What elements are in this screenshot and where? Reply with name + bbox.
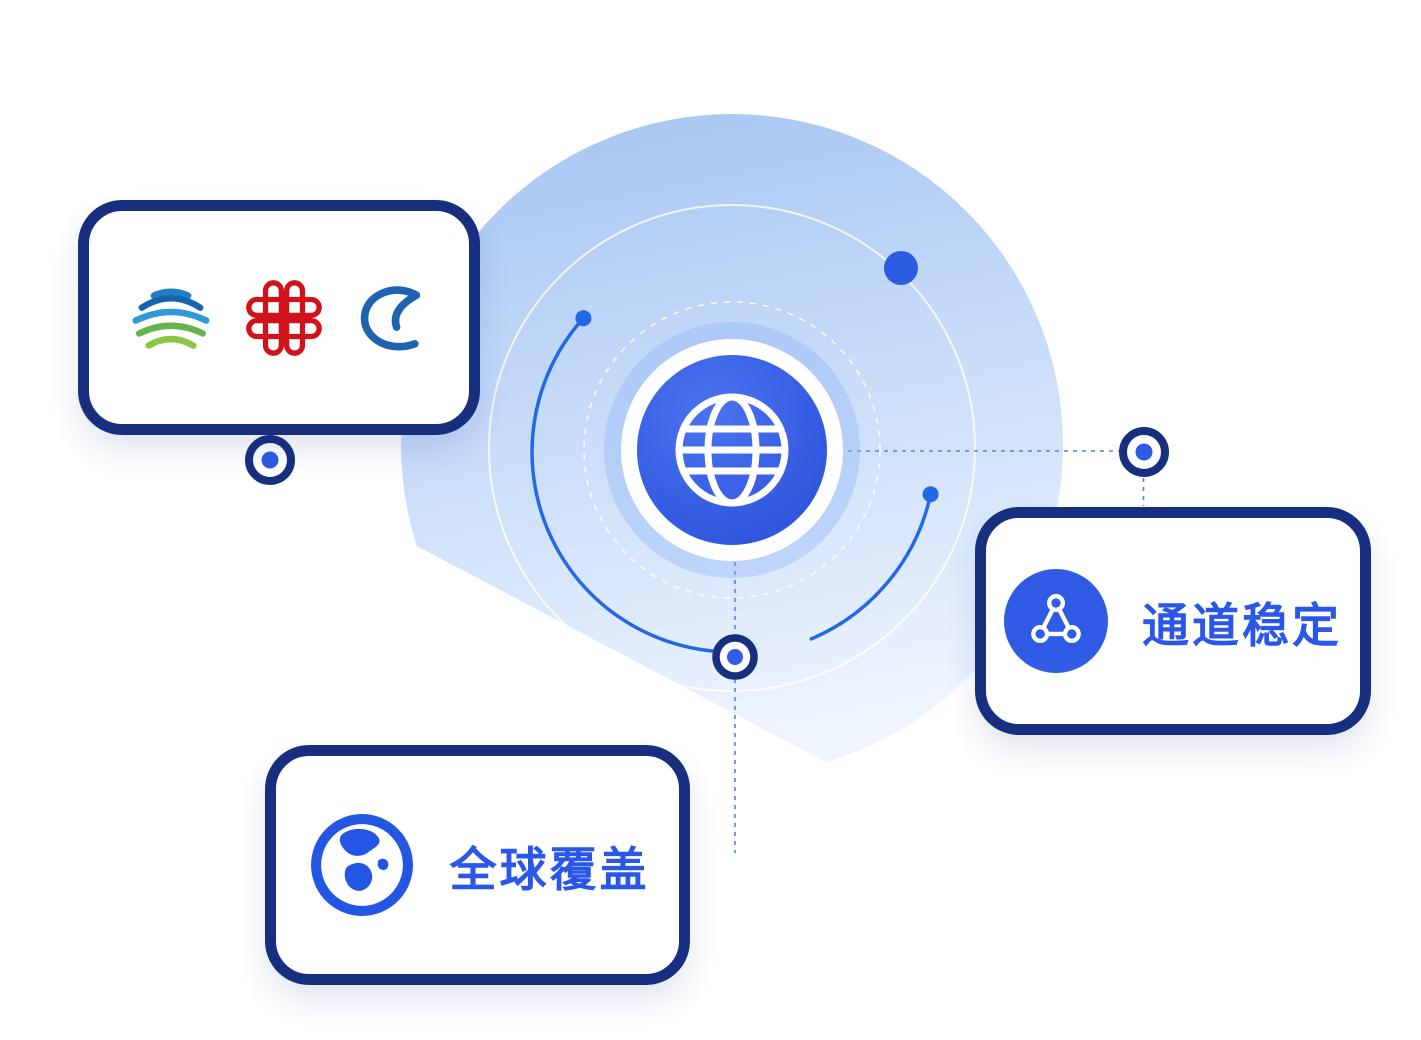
connector-node-carriers	[245, 435, 295, 485]
orbit-arc-left	[530, 316, 734, 654]
coverage-card: 全球覆盖	[265, 745, 690, 985]
orbit-ring-outer	[488, 204, 976, 692]
orbit-arc-right	[809, 492, 933, 641]
globe-wireframe-icon	[675, 393, 789, 507]
stability-card: 通道稳定	[975, 507, 1371, 735]
orbit-dot-left	[575, 310, 592, 327]
orbit-ring-dashed	[583, 301, 881, 599]
coverage-label: 全球覆盖	[449, 842, 650, 896]
connector-node-right	[1119, 427, 1169, 477]
orbit-dot-right	[922, 486, 939, 503]
background-wedge	[398, 536, 888, 795]
orbit-dot-top-right	[884, 251, 918, 285]
china-unicom-logo	[246, 279, 322, 356]
earth-globe-icon	[306, 809, 418, 921]
connector-node-bottom	[712, 634, 758, 680]
stability-label: 通道稳定	[1142, 598, 1342, 652]
carriers-card	[78, 200, 480, 435]
globe-hub	[604, 322, 860, 578]
china-mobile-logo	[132, 288, 210, 349]
network-triangle-icon	[1004, 569, 1108, 673]
china-telecom-logo	[360, 285, 421, 350]
